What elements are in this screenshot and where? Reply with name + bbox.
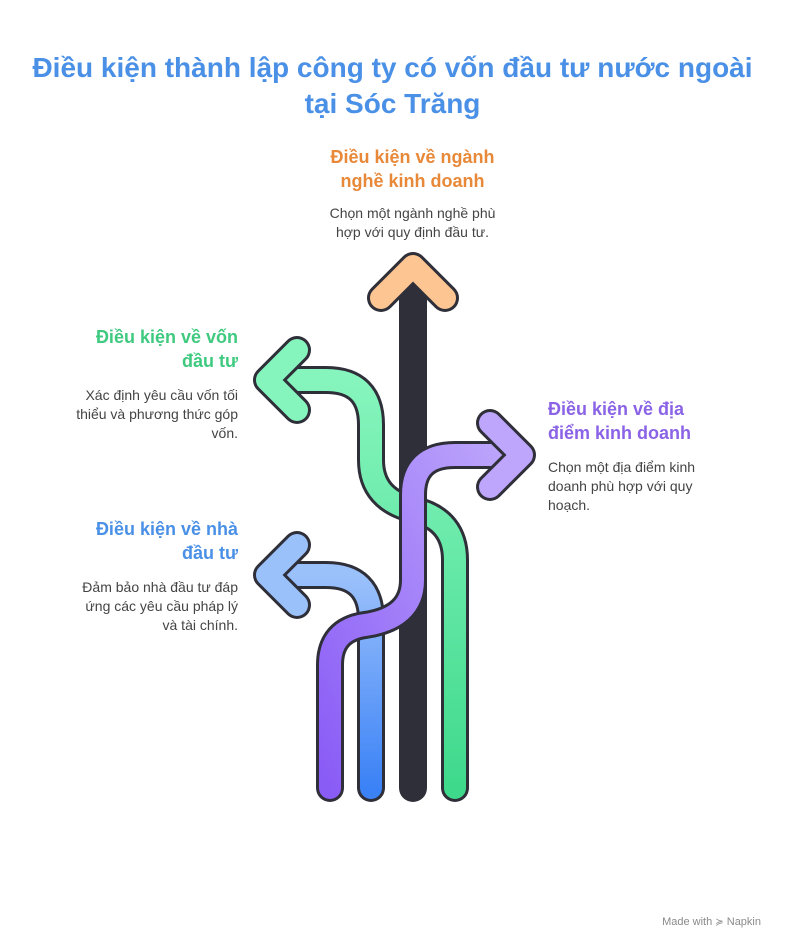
investor-desc-line-1: Đảm bảo nhà đầu tư đáp [82,579,238,595]
investor-desc-line-2: ứng các yêu cầu pháp lý [85,598,238,614]
title-line-2: tại Sóc Trăng [304,88,481,119]
investor-description: Đảm bảo nhà đầu tư đáp ứng các yêu cầu p… [30,578,238,635]
title-line-1: Điều kiện thành lập công ty có vốn đầu t… [32,52,753,83]
investor-heading-line-1: Điều kiện về nhà [95,519,238,539]
business-line-desc-line-1: Chọn một ngành nghề phù [329,205,496,221]
capital-desc-line-2: thiểu và phương thức góp [76,406,238,422]
capital-arrow [253,336,469,802]
location-heading: Điều kiện về địa điểm kinh doanh [548,397,768,445]
napkin-brand: Napkin [726,916,761,928]
capital-heading: Điều kiện về vốn đầu tư [30,325,238,373]
investor-heading: Điều kiện về nhà đầu tư [30,517,238,565]
location-arrow [316,409,536,802]
location-heading-line-2: điểm kinh doanh [548,423,692,443]
location-desc-line-3: hoạch. [548,497,591,513]
location-desc-line-1: Chọn một địa điểm kinh [548,459,696,475]
business-line-desc-line-2: hợp với quy định đầu tư. [335,224,490,240]
investor-heading-line-2: đầu tư [181,543,238,563]
business-line-description: Chọn một ngành nghề phù hợp với quy định… [260,204,565,242]
business-line-heading-line-1: Điều kiện về ngành [330,147,495,167]
location-heading-line-1: Điều kiện về địa [548,399,685,419]
business-line-heading: Điều kiện về ngành nghề kinh doanh [260,145,565,193]
business-line-heading-line-2: nghề kinh doanh [340,171,485,191]
location-description: Chọn một địa điểm kinh doanh phù hợp với… [548,458,768,515]
napkin-logo-icon: ≽ [715,917,724,928]
capital-desc-line-1: Xác định yêu cầu vốn tối [85,387,238,403]
location-desc-line-2: doanh phù hợp với quy [548,478,693,494]
capital-heading-line-1: Điều kiện về vốn [95,327,238,347]
page-title: Điều kiện thành lập công ty có vốn đầu t… [0,50,785,122]
made-with-text: Made with [662,916,713,928]
capital-description: Xác định yêu cầu vốn tối thiểu và phương… [30,386,238,443]
capital-heading-line-2: đầu tư [181,351,238,371]
capital-desc-line-3: vốn. [211,425,238,441]
made-with-napkin-footer[interactable]: Made with ≽ Napkin [662,916,761,928]
investor-desc-line-3: và tài chính. [162,617,239,633]
